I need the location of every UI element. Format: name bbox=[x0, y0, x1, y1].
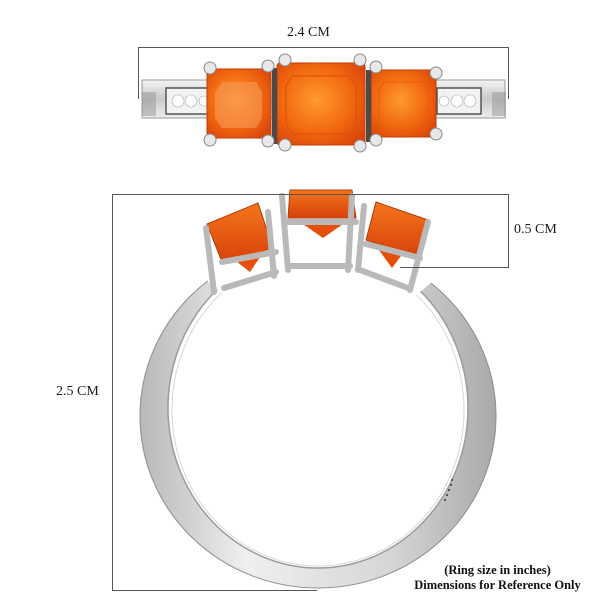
reference-only-note: Dimensions for Reference Only bbox=[414, 578, 581, 592]
reference-note: (Ring size in inches) Dimensions for Ref… bbox=[400, 563, 595, 593]
ring-height-left-line bbox=[112, 194, 113, 590]
width-dimension-line bbox=[138, 47, 509, 48]
ring-height-bottom-line bbox=[112, 590, 317, 591]
ring-size-note: (Ring size in inches) bbox=[444, 563, 551, 577]
head-height-right-tick bbox=[508, 194, 509, 268]
ring-side-view bbox=[139, 189, 497, 589]
ring-top-view bbox=[141, 53, 506, 153]
head-height-top-line bbox=[112, 194, 508, 195]
width-label: 2.4 CM bbox=[287, 25, 330, 40]
ring-height-label: 2.5 CM bbox=[56, 384, 99, 399]
head-height-bottom-line bbox=[400, 267, 508, 268]
width-dimension-right-tick bbox=[508, 47, 509, 99]
head-height-label: 0.5 CM bbox=[514, 222, 557, 237]
width-dimension-left-tick bbox=[138, 47, 139, 99]
